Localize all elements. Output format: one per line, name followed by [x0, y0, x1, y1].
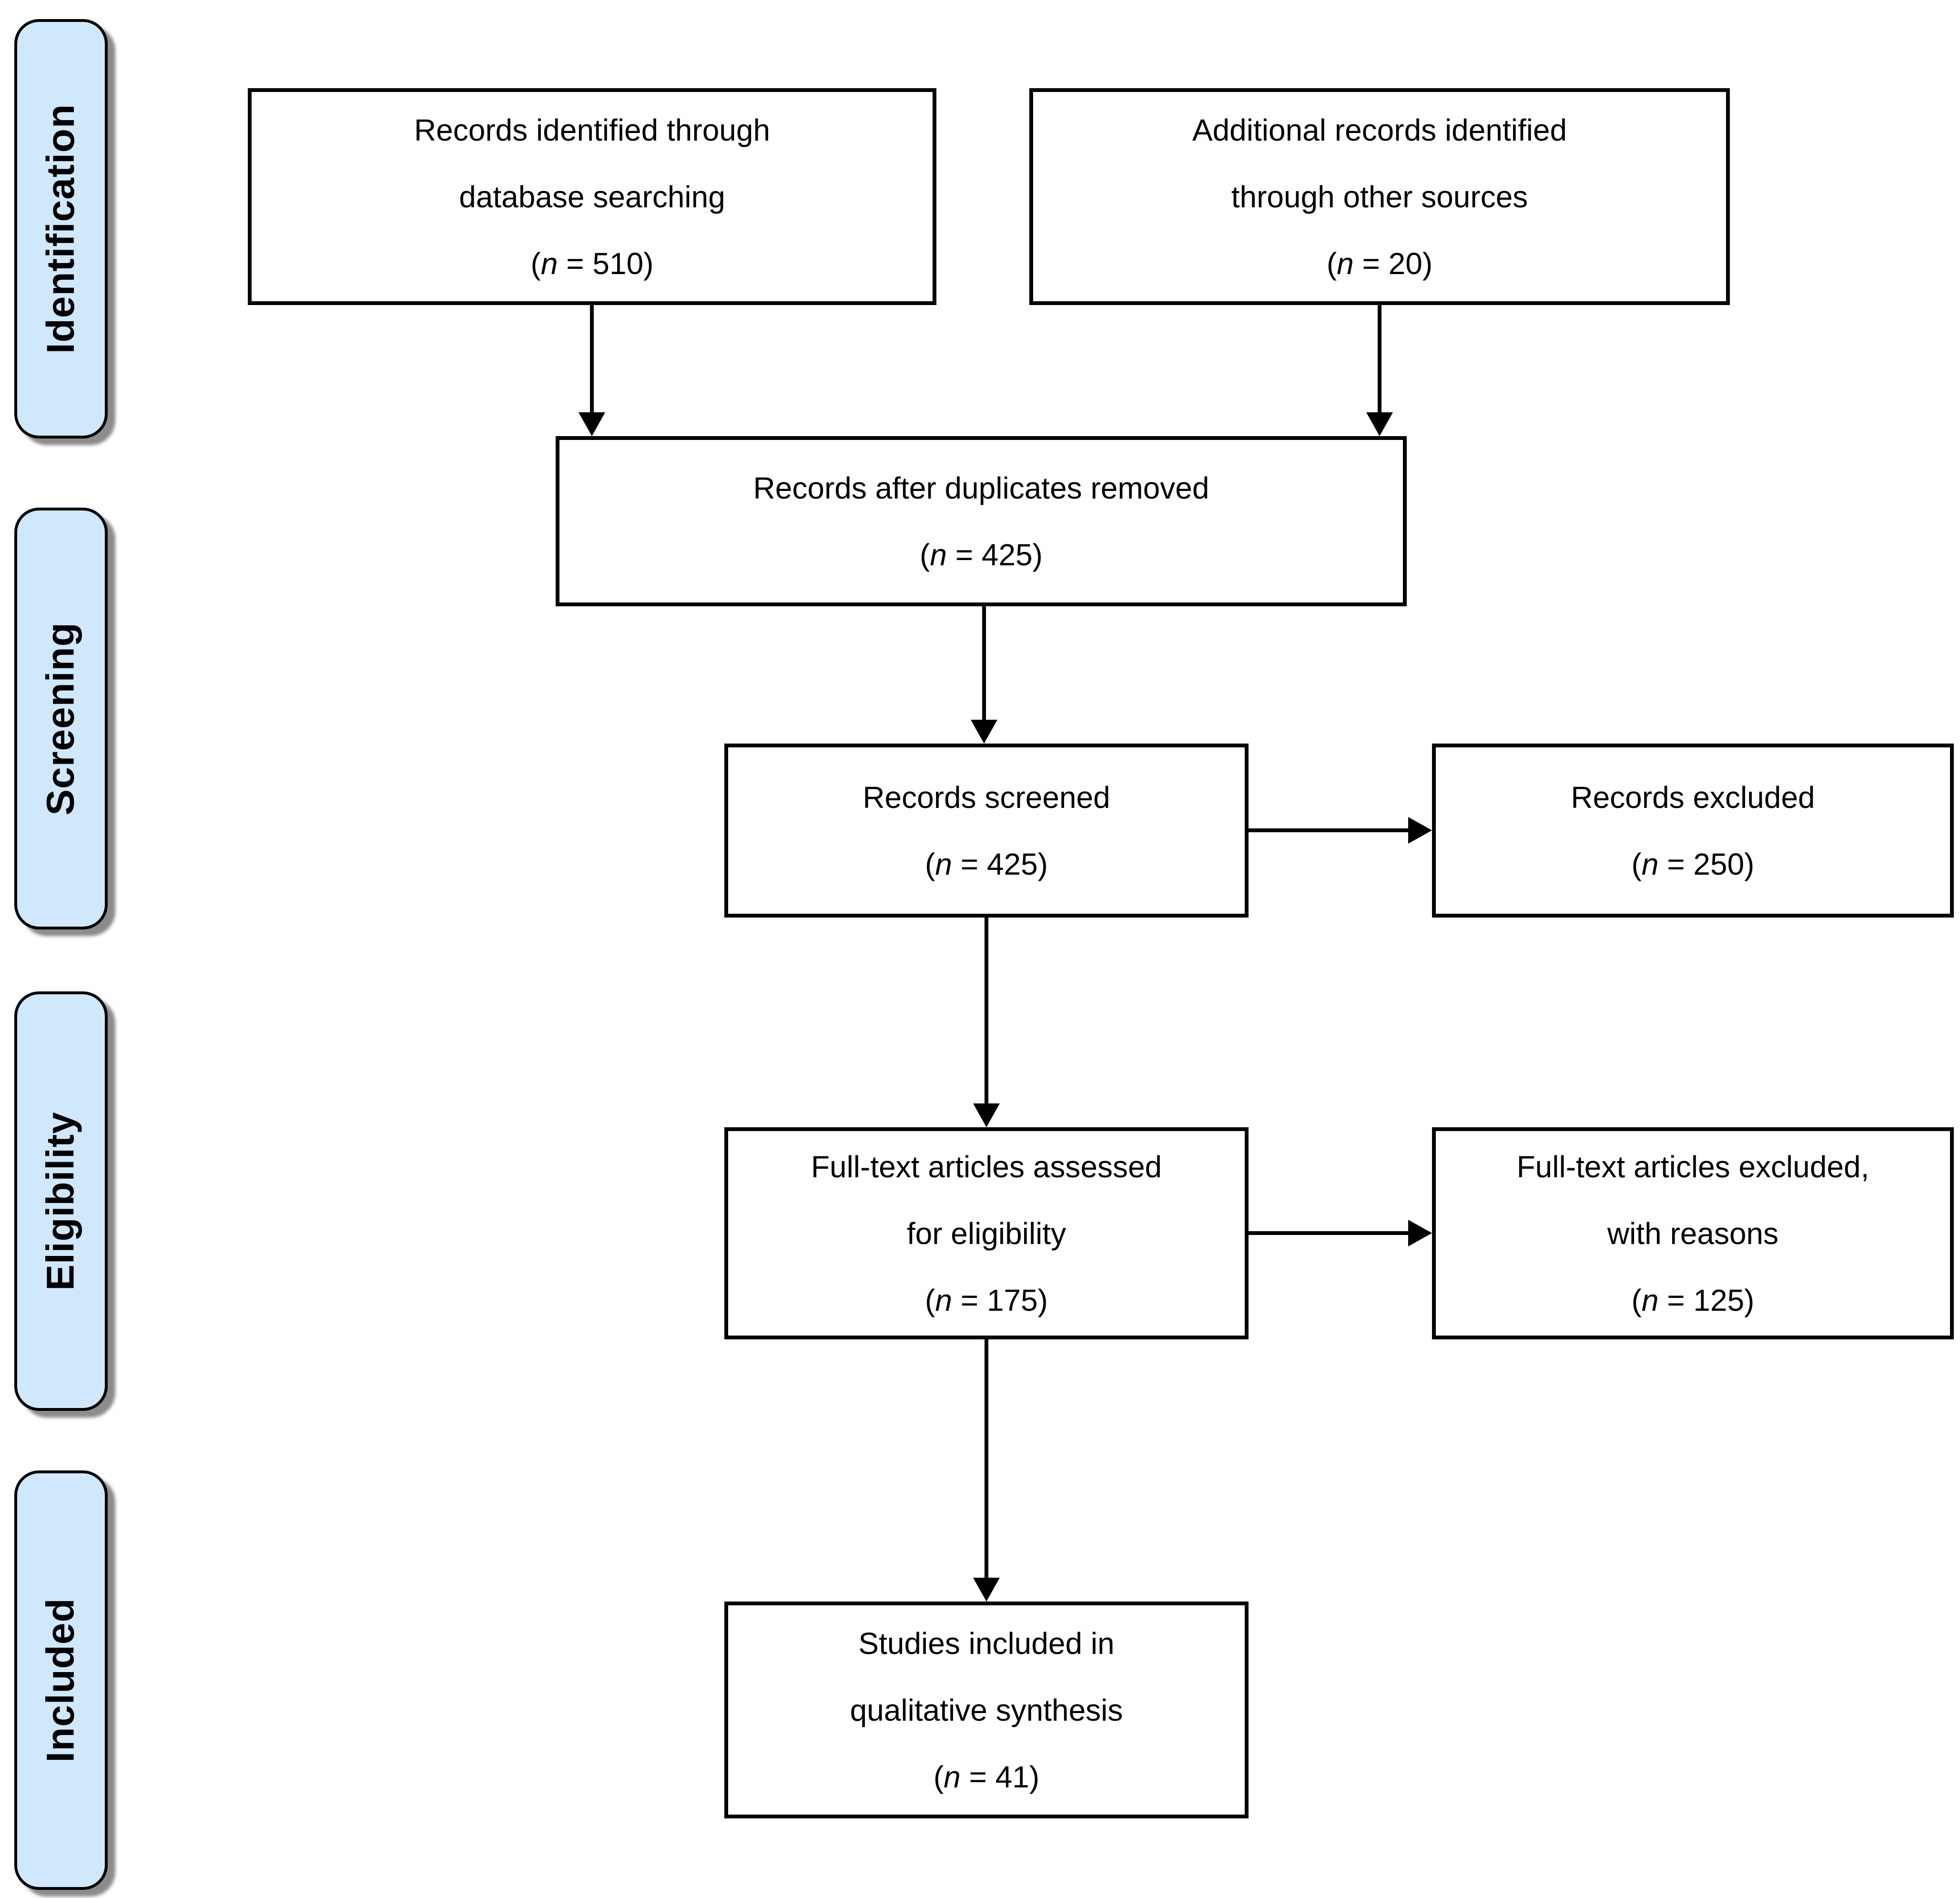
box-records-identified-database: Records identified through database sear…: [248, 88, 936, 305]
box-fulltext-articles-assessed: Full-text articles assessed for eligibil…: [724, 1127, 1249, 1339]
arrow-duplicates-to-screened-line: [982, 606, 986, 720]
arrow-screened-to-excluded-head: [1408, 817, 1432, 844]
box-count-line: (n = 425): [920, 537, 1043, 572]
arrow-db-to-duplicates-line: [590, 305, 594, 412]
box-text-line: qualitative synthesis: [850, 1693, 1123, 1727]
box-records-after-duplicates-removed: Records after duplicates removed (n = 42…: [556, 436, 1407, 606]
arrow-other-to-duplicates-head: [1366, 412, 1393, 436]
arrow-screened-to-fulltext-line: [985, 918, 988, 1103]
stage-label-text: Included: [39, 1598, 83, 1763]
stage-label-text: Identification: [39, 103, 82, 354]
box-records-screened: Records screened (n = 425): [724, 744, 1249, 918]
box-text-line: for eligibility: [906, 1216, 1066, 1251]
arrow-screened-to-fulltext-head: [973, 1103, 1000, 1127]
box-text-line: Records after duplicates removed: [753, 470, 1209, 505]
box-text-line: Records identified through: [414, 112, 771, 147]
arrow-db-to-duplicates-head: [579, 412, 605, 436]
box-text-line: through other sources: [1231, 179, 1528, 214]
box-text-line: Records screened: [863, 780, 1110, 815]
box-text-line: Full-text articles assessed: [811, 1149, 1162, 1184]
stage-label-text: Eligibility: [39, 1112, 83, 1291]
box-studies-included-qualitative: Studies included in qualitative synthesi…: [724, 1602, 1249, 1818]
box-additional-records-other-sources: Additional records identified through ot…: [1029, 88, 1730, 305]
box-count-line: (n = 175): [925, 1283, 1048, 1317]
box-fulltext-articles-excluded: Full-text articles excluded, with reason…: [1432, 1127, 1954, 1339]
box-text-line: with reasons: [1607, 1216, 1779, 1251]
arrow-fulltext-to-included-head: [973, 1578, 1000, 1602]
box-count-line: (n = 125): [1631, 1283, 1755, 1317]
box-text-line: Studies included in: [858, 1626, 1115, 1661]
box-count-line: (n = 41): [933, 1759, 1040, 1794]
stage-label-included: Included: [14, 1470, 108, 1890]
stage-label-eligibility: Eligibility: [14, 991, 108, 1411]
arrow-other-to-duplicates-line: [1378, 305, 1381, 412]
arrow-fulltext-to-included-line: [985, 1339, 988, 1578]
box-count-line: (n = 250): [1631, 847, 1755, 881]
box-text-line: Records excluded: [1571, 780, 1815, 815]
box-records-excluded: Records excluded (n = 250): [1432, 744, 1954, 918]
arrow-fulltext-to-excluded-line: [1249, 1231, 1409, 1235]
box-text-line: Full-text articles excluded,: [1516, 1149, 1869, 1184]
stage-label-identification: Identification: [14, 19, 108, 439]
arrow-screened-to-excluded-line: [1249, 828, 1409, 832]
box-text-line: Additional records identified: [1192, 112, 1567, 147]
stage-label-text: Screening: [39, 622, 82, 816]
box-count-line: (n = 425): [925, 847, 1048, 881]
stage-label-screening: Screening: [14, 508, 108, 929]
arrow-duplicates-to-screened-head: [971, 720, 997, 744]
box-text-line: database searching: [459, 179, 725, 214]
box-count-line: (n = 510): [530, 246, 654, 281]
arrow-fulltext-to-excluded-head: [1408, 1220, 1432, 1246]
box-count-line: (n = 20): [1326, 246, 1433, 281]
